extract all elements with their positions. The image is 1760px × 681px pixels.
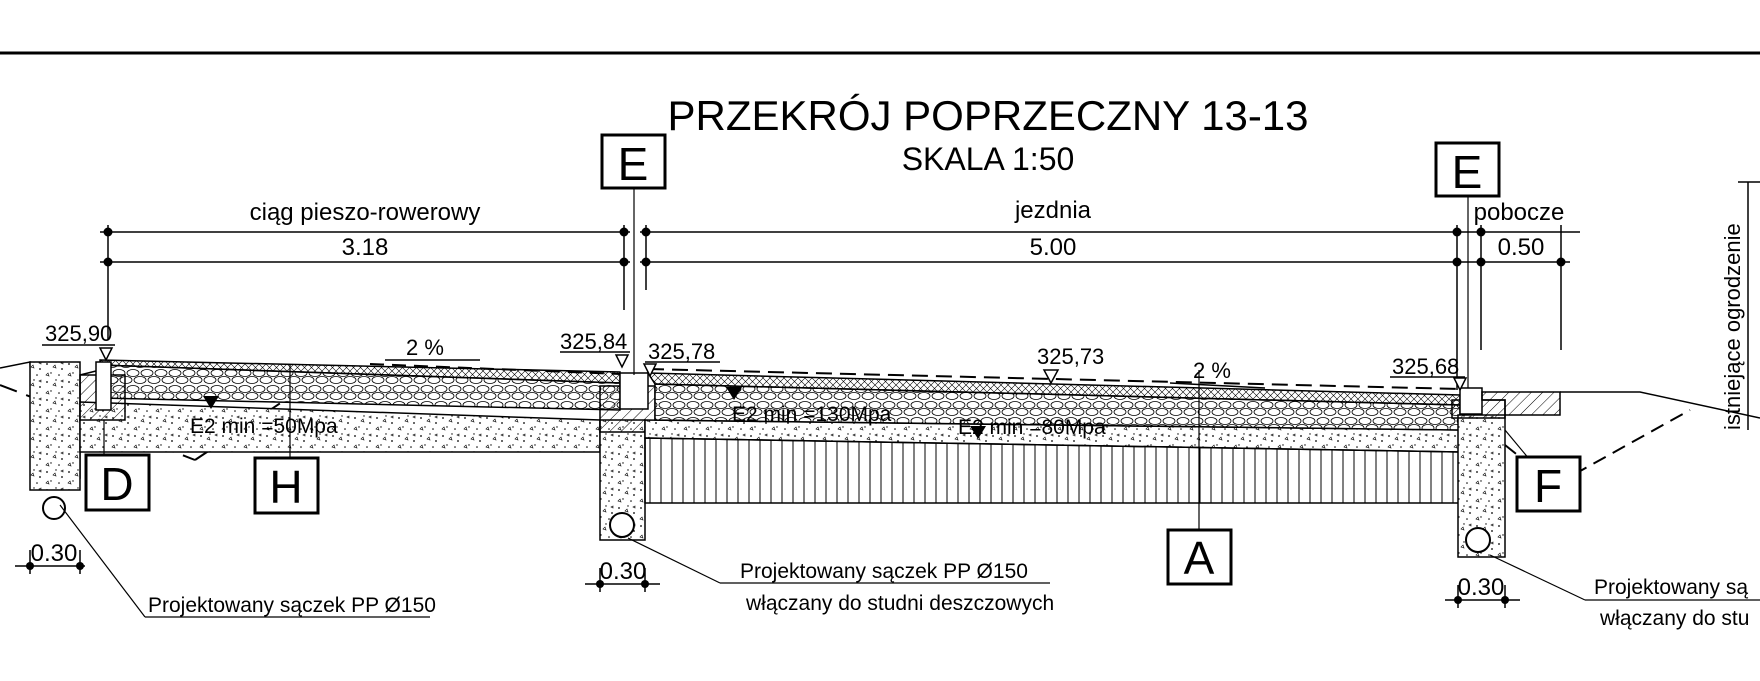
drain-dimension-dots xyxy=(26,562,1509,604)
road-top-dashed xyxy=(647,368,1461,390)
elevation-325-73: 325,73 xyxy=(1037,344,1104,369)
modulus-road-lower: E2 min =80Mpa xyxy=(958,416,1106,439)
dimension-path-width: 3.18 xyxy=(342,234,389,261)
drain-width-left: 0.30 xyxy=(31,540,78,567)
section-label-road: jezdnia xyxy=(1014,197,1092,224)
elevation-markers xyxy=(98,347,1468,392)
marker-box-d: D xyxy=(84,453,151,512)
modulus-path-marker xyxy=(203,396,219,409)
marker-box-a: A xyxy=(1166,528,1233,586)
note-drain-right-line2: włączany do stu xyxy=(1599,607,1749,630)
elevation-325-68: 325,68 xyxy=(1392,354,1459,379)
dimension-shoulder-width: 0.50 xyxy=(1498,234,1545,261)
elevation-underlines xyxy=(42,344,1465,378)
note-drain-middle-line1: Projektowany sączek PP Ø150 xyxy=(740,560,1028,583)
curb-middle xyxy=(619,372,649,410)
marker-box-e-right: E xyxy=(1434,141,1501,198)
elevation-325-90: 325,90 xyxy=(45,321,112,346)
marker-d-label: D xyxy=(100,458,133,510)
drawing-title: PRZEKRÓJ POPRZECZNY 13-13 xyxy=(667,92,1308,139)
marker-box-h: H xyxy=(253,456,320,515)
drain-pipe-middle xyxy=(609,512,635,538)
modulus-road-upper-marker xyxy=(726,387,742,400)
note-drain-right-line1: Projektowany są xyxy=(1594,576,1748,599)
fence-label: istniejące ogrodzenie xyxy=(1720,223,1745,430)
marker-a-label: A xyxy=(1184,532,1215,584)
marker-box-f: F xyxy=(1515,455,1582,513)
section-label-shoulder: pobocze xyxy=(1474,199,1565,226)
curb-left xyxy=(95,361,112,411)
dimension-dots xyxy=(103,227,1566,267)
drain-pipe-left xyxy=(42,496,66,520)
drawing-scale: SKALA 1:50 xyxy=(902,141,1075,177)
marker-f-label: F xyxy=(1534,460,1562,512)
slope-road-arrow xyxy=(1169,382,1266,389)
note-drain-left: Projektowany sączek PP Ø150 xyxy=(148,594,436,617)
drain-width-right: 0.30 xyxy=(1458,574,1505,601)
modulus-road-upper: E2 min =130Mpa xyxy=(732,403,892,426)
marker-e-left-label: E xyxy=(618,138,649,190)
dimension-road-width: 5.00 xyxy=(1030,234,1077,261)
modulus-path: E2 min =50Mpa xyxy=(190,415,338,438)
callout-leaders xyxy=(59,140,1760,618)
curb-right xyxy=(1459,387,1483,415)
section-label-path: ciąg pieszo-rowerowy xyxy=(250,199,481,226)
marker-e-right-label: E xyxy=(1452,146,1483,198)
elevation-325-84: 325,84 xyxy=(560,329,627,354)
drain-trench-left xyxy=(29,361,81,491)
drain-width-middle: 0.30 xyxy=(600,558,647,585)
drain-pipe-right xyxy=(1465,527,1491,553)
path-top-dashed xyxy=(369,363,621,375)
slope-path-label: 2 % xyxy=(406,335,444,360)
modulus-road-lower-marker xyxy=(970,426,986,439)
note-drain-middle-line2: włączany do studni deszczowych xyxy=(745,592,1054,615)
marker-h-label: H xyxy=(269,461,302,513)
marker-box-e-left: E xyxy=(600,133,667,190)
path-subbase xyxy=(79,401,601,453)
elevation-325-78: 325,78 xyxy=(648,339,715,364)
terrain-right xyxy=(1560,391,1760,419)
